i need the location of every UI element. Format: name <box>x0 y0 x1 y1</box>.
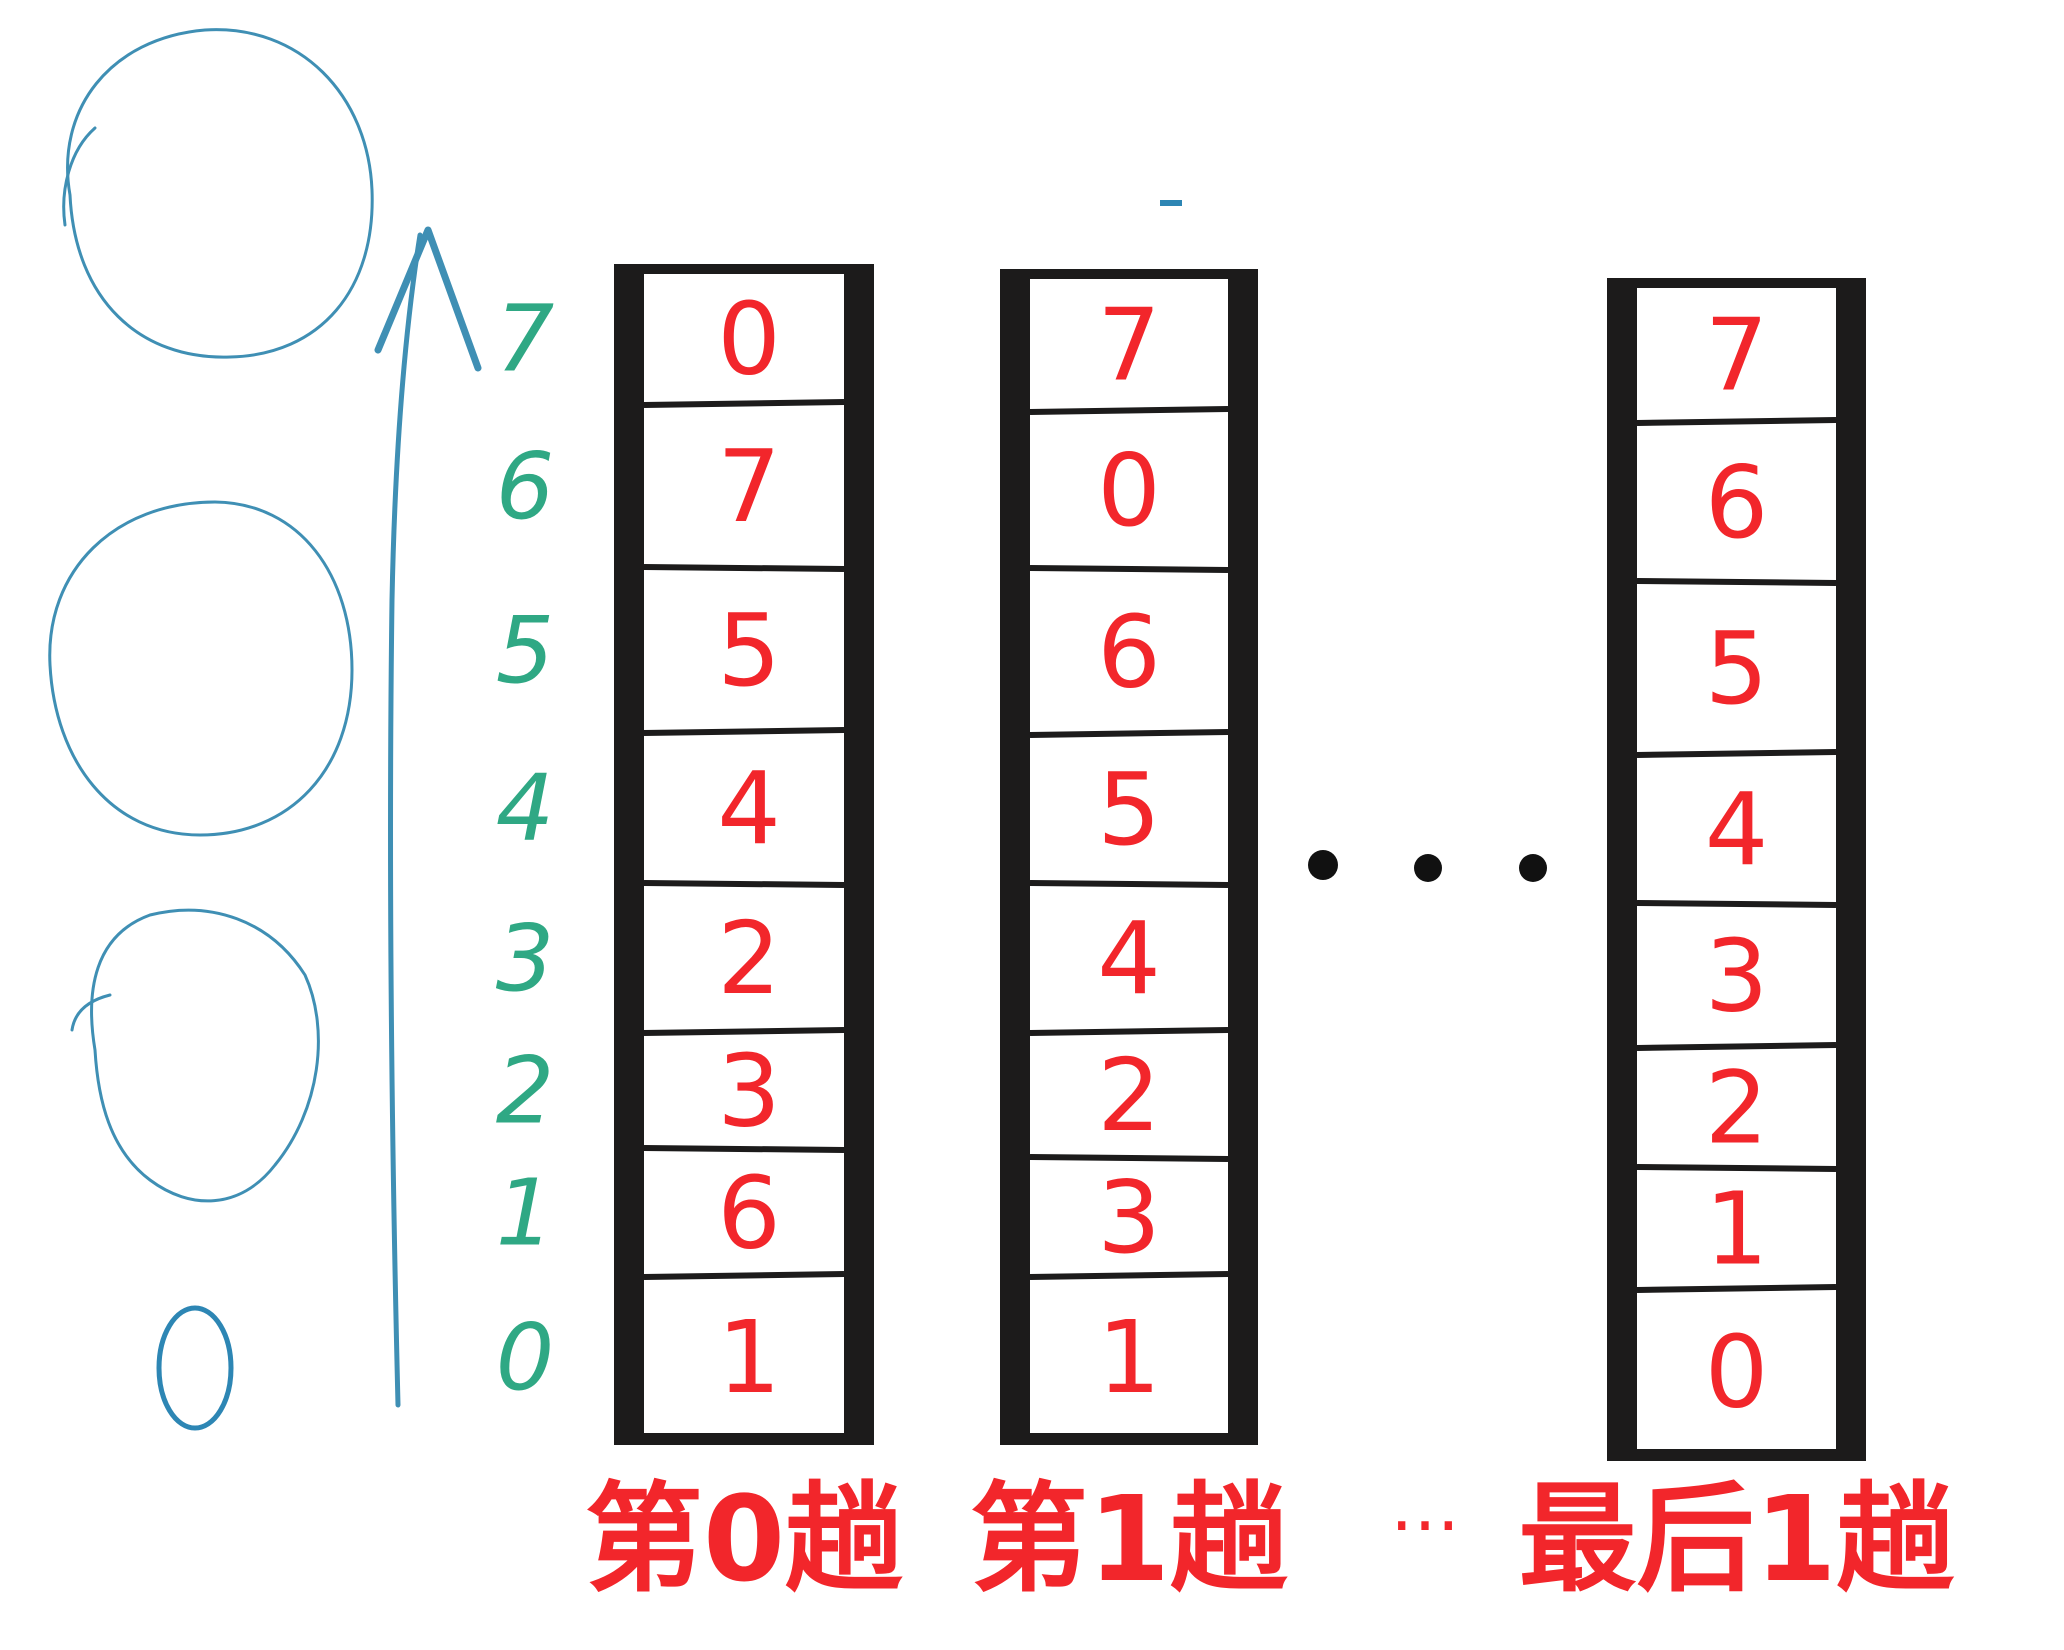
cell-value: 7 <box>717 428 781 545</box>
cell-value: 2 <box>1097 1037 1161 1154</box>
cell-divider <box>1636 1164 1837 1172</box>
column-rail-left <box>614 266 644 1443</box>
column-rail-left <box>1607 280 1637 1459</box>
cell-divider <box>1029 880 1229 888</box>
index-label: 3 <box>496 905 555 1012</box>
pass-caption: 第1趟 <box>970 1470 1288 1608</box>
cell-divider <box>643 1271 845 1280</box>
ellipsis-dot <box>1414 854 1442 882</box>
cell-value: 5 <box>1097 751 1161 868</box>
cell-divider <box>1636 417 1837 426</box>
index-label: 7 <box>496 286 555 393</box>
ellipsis-dot <box>1519 854 1547 882</box>
cell-divider <box>1636 749 1837 758</box>
caption-ellipsis: … <box>1390 1465 1460 1547</box>
column-top-border <box>1000 269 1258 279</box>
column-bottom-border <box>1607 1449 1866 1461</box>
index-label: 1 <box>496 1160 555 1267</box>
column-bottom-border <box>1000 1433 1258 1445</box>
cell-value: 1 <box>1097 1299 1161 1416</box>
cell-value: 4 <box>1705 771 1769 888</box>
cell-value: 3 <box>1705 918 1769 1035</box>
cell-value: 6 <box>1705 444 1769 561</box>
bubble-circle-large-inner <box>62 126 97 227</box>
cell-value: 3 <box>1097 1159 1161 1276</box>
bubble-circle-small <box>90 908 320 1203</box>
bubble-sketches <box>48 28 374 1203</box>
cell-divider <box>1636 900 1837 908</box>
cell-value: 4 <box>717 750 781 867</box>
cell-value: 2 <box>1705 1050 1769 1167</box>
array-column: 0 7 5 4 2 36 1 <box>614 264 874 1445</box>
index-label: 6 <box>496 433 555 540</box>
cell-divider <box>643 1145 845 1153</box>
array-column: 7 0 6 5 4 23 1 <box>1000 269 1258 1445</box>
cell-divider <box>1636 578 1837 586</box>
upward-arrow <box>374 200 1182 1408</box>
column-top-border <box>1607 278 1866 288</box>
bubble-circle-small-stroke <box>70 993 112 1032</box>
pass-captions: 第0趟第1趟 最后1趟 <box>585 1470 1955 1608</box>
cell-divider <box>1636 1042 1837 1051</box>
column-top-border <box>614 264 874 274</box>
cell-value: 6 <box>1097 594 1161 711</box>
cell-value: 0 <box>717 281 781 398</box>
cell-divider <box>643 399 845 408</box>
column-rail-right <box>1228 271 1258 1443</box>
index-labels: 7 6 5 4 3 2 1 0 <box>496 286 555 1412</box>
cell-divider <box>1636 1284 1837 1293</box>
arrow-shaft <box>388 232 423 1408</box>
cell-divider <box>1029 565 1229 573</box>
bottom-zero-label: 0 <box>156 1305 234 1431</box>
column-rail-left <box>1000 271 1030 1443</box>
index-label: 0 <box>496 1304 555 1411</box>
pass-caption: 最后1趟 <box>1518 1470 1954 1608</box>
column-rail-right <box>1836 280 1866 1459</box>
cell-divider <box>1029 1271 1229 1280</box>
column-bottom-border <box>614 1433 874 1445</box>
cell-value: 5 <box>717 592 781 709</box>
cell-value: 1 <box>717 1299 781 1416</box>
cell-divider <box>1029 1154 1229 1162</box>
cell-divider <box>643 1027 845 1036</box>
array-column: 7 6 5 4 3 21 0 <box>1607 278 1866 1461</box>
cell-divider <box>643 564 845 572</box>
cell-divider <box>1029 1027 1229 1036</box>
cell-divider <box>643 727 845 736</box>
cell-value: 6 <box>717 1155 781 1272</box>
arrow-head <box>374 226 482 372</box>
cell-value: 2 <box>717 900 781 1017</box>
cell-value: 7 <box>1097 287 1161 404</box>
cell-value: 1 <box>1705 1171 1769 1288</box>
cell-value: 3 <box>717 1033 781 1150</box>
cell-divider <box>1029 406 1229 415</box>
column-rail-right <box>844 266 874 1443</box>
cell-value: 0 <box>1097 432 1161 549</box>
bubble-circle-medium <box>48 500 354 837</box>
cell-value: 7 <box>1705 297 1769 414</box>
pass-caption: 第0趟 <box>585 1470 903 1608</box>
index-label: 5 <box>496 597 555 704</box>
ellipsis-dot <box>1308 850 1338 880</box>
cell-divider <box>1029 729 1229 738</box>
cell-value: 0 <box>1705 1314 1769 1431</box>
bubble-circle-large <box>66 28 374 359</box>
cell-value: 5 <box>1705 610 1769 727</box>
column-ellipsis: ... <box>1308 850 1547 882</box>
cell-divider <box>643 880 845 888</box>
index-label: 2 <box>496 1038 555 1145</box>
cell-value: 4 <box>1097 900 1161 1017</box>
index-label: 4 <box>496 755 555 862</box>
